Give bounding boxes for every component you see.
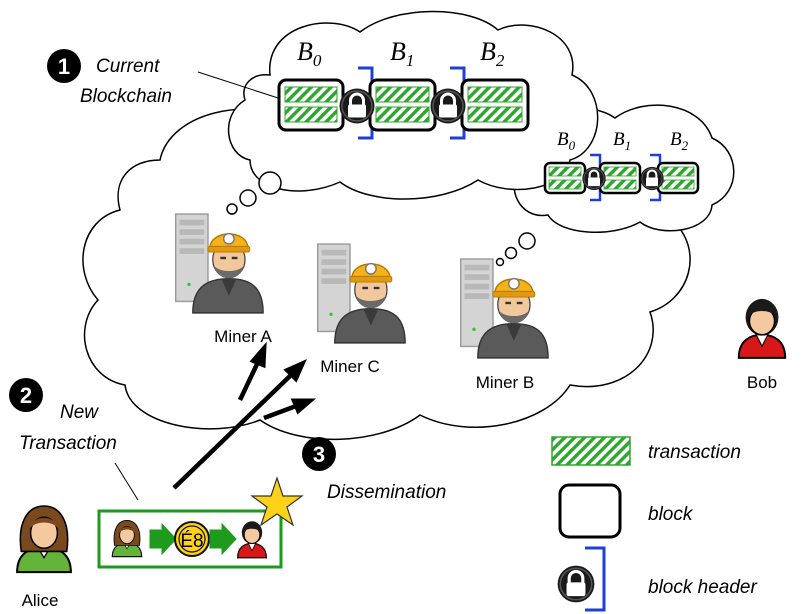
small-block-label-2: B2 [670,129,689,153]
dissemination-arrows [172,341,317,490]
legend-transaction-label: transaction [648,442,741,463]
step-1: 1 Current Blockchain [47,49,279,107]
step-1-label-line-2: Blockchain [80,86,172,107]
legend-block: block [558,483,694,539]
lock-icon [582,165,606,192]
miner-c-label: Miner C [320,357,380,376]
lock-icon [557,564,595,604]
small-block-b1 [598,161,642,195]
coin-amount: É8 [180,531,203,552]
miner-b-label: Miner B [476,373,535,392]
step-3-label: Dissemination [327,482,446,503]
step-2-number: 2 [20,383,32,408]
small-block-b0 [543,161,587,195]
step-2-label-line-1: New [60,402,99,423]
miner-a-label: Miner A [214,327,272,346]
lock-icon [430,87,466,125]
block-b2 [460,78,530,132]
alice-avatar-icon [16,504,72,574]
legend-block-header-label: block header [648,577,757,598]
miner-a: Miner A [174,213,272,346]
block-b1 [368,78,437,132]
legend-transaction: transaction [551,436,741,466]
step-3: 3 Dissemination [302,437,446,503]
bob-label: Bob [747,373,777,392]
small-block-label-1: B1 [613,129,631,153]
step-1-number: 1 [58,54,70,79]
block-label-2: B2 [480,37,505,70]
step-1-label-line-1: Current [96,56,160,77]
block-label-0: B0 [297,37,322,70]
legend-block-label: block [648,504,694,525]
legend: transaction block block header [551,436,757,612]
alice-label: Alice [22,591,59,610]
bob-avatar-icon [737,297,787,359]
small-block-label-0: B0 [557,129,576,153]
star-icon [250,476,304,527]
alice: Alice [16,504,72,610]
block-label-1: B1 [390,37,414,70]
step-3-number: 3 [313,442,325,467]
new-transaction-box: É8 [97,509,283,569]
legend-block-header: block header [557,546,757,612]
step-2-label-line-2: Transaction [19,433,117,454]
lock-icon [640,165,664,192]
miner-b: Miner B [459,258,549,392]
block-b0 [277,78,345,132]
bitcoin-coin-icon [174,521,210,557]
miner-c: Miner C [316,243,406,376]
small-block-b2 [656,161,700,195]
bob: Bob [737,297,787,392]
blockchain-small: B0 B1 B2 [543,129,700,202]
step-2: 2 New Transaction [9,378,139,501]
lock-icon [339,87,375,125]
alice-small-icon [111,519,143,558]
blockchain-large: B0 B1 B2 [277,37,530,140]
